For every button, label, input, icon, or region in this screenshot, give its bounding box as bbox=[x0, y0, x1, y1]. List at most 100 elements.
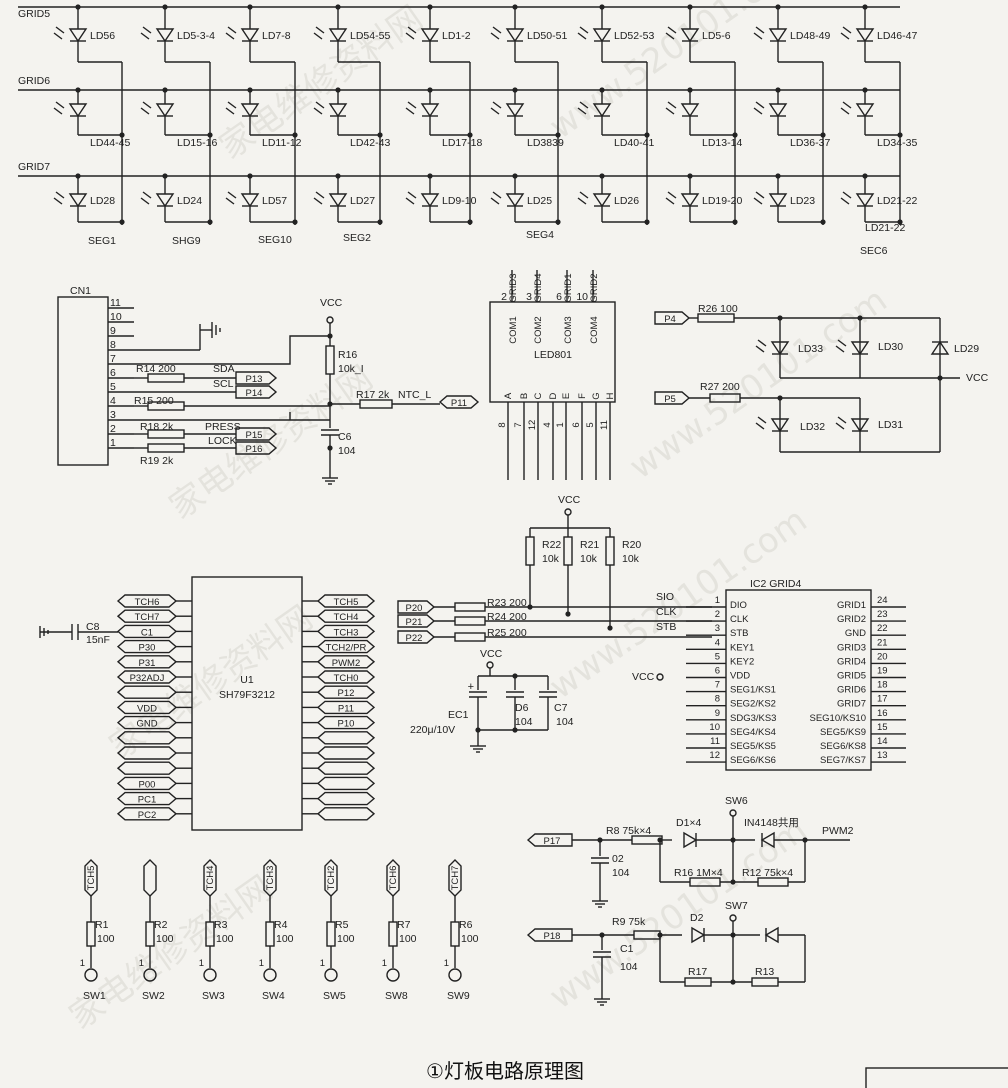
led-label: LD34-35 bbox=[877, 137, 917, 149]
junction-dot bbox=[687, 87, 693, 93]
matrix-led bbox=[505, 103, 525, 118]
led-label: LD56 bbox=[90, 30, 115, 42]
led-label: LD5-3-4 bbox=[177, 30, 215, 42]
u1-right-port-label: TCH0 bbox=[334, 673, 359, 684]
light-ray bbox=[227, 26, 237, 34]
led-label: LD24 bbox=[177, 195, 202, 207]
junction-dot bbox=[335, 4, 341, 10]
seg-label: SHG9 bbox=[172, 235, 201, 247]
junction-dot bbox=[512, 4, 518, 10]
switch-tag-label: TCH6 bbox=[388, 866, 399, 891]
port-p20 bbox=[397, 600, 436, 614]
r26 bbox=[697, 313, 735, 323]
light-ray bbox=[835, 345, 845, 353]
switch-pin1: 1 bbox=[444, 958, 449, 969]
r22 bbox=[525, 536, 535, 566]
ic2-right-num: 23 bbox=[877, 609, 888, 620]
watermark-text: www.520101.com bbox=[622, 280, 894, 487]
matrix-led bbox=[328, 28, 348, 43]
junction-dot bbox=[687, 4, 693, 10]
ic2-right-pin: SEG5/KS9 bbox=[820, 727, 866, 738]
matrix-led bbox=[680, 193, 700, 208]
led801-bottom-num: 1 bbox=[555, 422, 566, 427]
matrix-led bbox=[855, 193, 875, 208]
light-ray bbox=[405, 32, 415, 40]
r23 bbox=[454, 602, 486, 612]
light-ray bbox=[140, 107, 150, 115]
port-p11-label: P11 bbox=[451, 398, 467, 409]
switch-pin1: 1 bbox=[80, 958, 85, 969]
matrix-led bbox=[328, 193, 348, 208]
matrix-led bbox=[155, 103, 175, 118]
port-p4 bbox=[654, 311, 691, 325]
touch-pad bbox=[448, 968, 462, 982]
junction-dot bbox=[555, 219, 561, 225]
led801-seg: G bbox=[591, 392, 602, 399]
in4148-label: IN4148共用 bbox=[744, 817, 799, 829]
seg-label: SEG1 bbox=[88, 235, 116, 247]
matrix-led bbox=[592, 28, 612, 43]
port-p21 bbox=[397, 614, 436, 628]
ic2-left-pin: SEG1/KS1 bbox=[730, 685, 776, 696]
u1-right-port-label: P12 bbox=[338, 688, 355, 699]
led801-com: COM4 bbox=[589, 316, 600, 343]
light-ray bbox=[313, 107, 323, 115]
port-p16 bbox=[235, 441, 278, 455]
switch-label: SW3 bbox=[202, 990, 225, 1002]
matrix-led bbox=[680, 28, 700, 43]
junction-dot bbox=[475, 727, 481, 733]
cn1-pin-num: 1 bbox=[110, 437, 116, 449]
led-label: LD40-41 bbox=[614, 137, 654, 149]
ic2-left-num: 9 bbox=[715, 708, 720, 719]
led-label: LD26 bbox=[614, 195, 639, 207]
c1-value: 104 bbox=[620, 961, 638, 973]
led-label: LD57 bbox=[262, 195, 287, 207]
junction-dot bbox=[427, 4, 433, 10]
ic2-left-pin: DIO bbox=[730, 600, 747, 611]
junction-dot bbox=[75, 4, 81, 10]
switch-pin1: 1 bbox=[320, 958, 325, 969]
seg-label: SEG2 bbox=[343, 232, 371, 244]
light-ray bbox=[840, 107, 850, 115]
ic2-left-num: 5 bbox=[715, 651, 720, 662]
junction-dot bbox=[75, 87, 81, 93]
d6-label: D6 bbox=[515, 702, 529, 714]
r22-label: R22 bbox=[542, 539, 561, 551]
sio-label: SIO bbox=[656, 591, 674, 603]
switch-r-value: 100 bbox=[97, 933, 115, 945]
cn1-pin-num: 9 bbox=[110, 325, 116, 337]
ic2-right-num: 15 bbox=[877, 722, 888, 733]
led-label: LD23 bbox=[790, 195, 815, 207]
r15-label: R15 200 bbox=[134, 395, 174, 407]
ic2-left-pin: SDG3/KS3 bbox=[730, 713, 776, 724]
c2-label: 02 bbox=[612, 853, 624, 865]
junction-dot bbox=[897, 219, 903, 225]
matrix-led bbox=[155, 28, 175, 43]
r21 bbox=[563, 536, 573, 566]
junction-dot bbox=[862, 173, 868, 179]
led-label: LD25 bbox=[527, 195, 552, 207]
u1-left-port-label: TCH7 bbox=[135, 612, 160, 623]
ic2-right-num: 20 bbox=[877, 651, 888, 662]
r8-label: R8 75k×4 bbox=[606, 825, 651, 837]
light-ray bbox=[579, 26, 589, 34]
corner-box bbox=[865, 1067, 1008, 1088]
u1-right-port bbox=[316, 639, 376, 654]
u1-body bbox=[191, 576, 303, 831]
led-label: LD42-43 bbox=[350, 137, 390, 149]
r20-label: R20 bbox=[622, 539, 641, 551]
light-ray bbox=[667, 26, 677, 34]
ic2-left-num: 10 bbox=[709, 722, 720, 733]
ld32 bbox=[770, 418, 790, 433]
d2 bbox=[691, 926, 706, 944]
sda-label: SDA bbox=[213, 363, 235, 375]
light-ray bbox=[757, 339, 767, 347]
switch-r-label: R7 bbox=[397, 919, 411, 931]
light-ray bbox=[55, 26, 65, 34]
switch-r-value: 100 bbox=[216, 933, 234, 945]
switch-r-label: R1 bbox=[95, 919, 109, 931]
light-ray bbox=[577, 32, 587, 40]
cn1-pin-num: 5 bbox=[110, 381, 116, 393]
